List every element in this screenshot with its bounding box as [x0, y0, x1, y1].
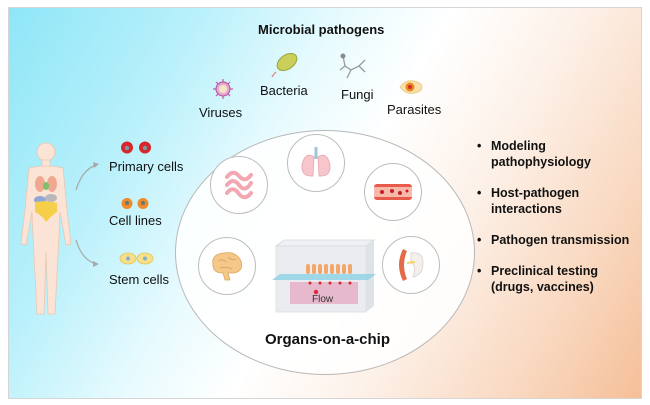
pathogen-label-parasites: Parasites	[387, 102, 442, 117]
pathogen-label-fungi: Fungi	[341, 87, 374, 102]
cell-lines-icon	[119, 197, 153, 210]
virus-icon	[212, 78, 234, 100]
cell-source-primary: Primary cells	[109, 159, 184, 174]
cell-source-stem: Stem cells	[109, 272, 169, 287]
brain-icon	[198, 237, 256, 295]
arrow-icon	[75, 162, 99, 267]
stem-cells-icon	[119, 252, 155, 265]
cell-source-lines: Cell lines	[109, 213, 162, 228]
organ-chip-device	[268, 236, 378, 316]
kidney-icon	[382, 236, 440, 294]
fungus-icon	[337, 52, 371, 82]
pathogens-heading: Microbial pathogens	[258, 22, 385, 37]
primary-cells-icon	[119, 141, 153, 154]
human-body-icon	[15, 140, 77, 320]
flow-label: Flow	[312, 294, 334, 305]
intestine-icon	[210, 156, 268, 214]
applications-list: Modeling pathophysiology Host-pathogen i…	[477, 138, 642, 310]
application-item: Modeling pathophysiology	[477, 138, 601, 170]
application-item: Preclinical testing (drugs, vaccines)	[477, 263, 621, 295]
application-item: Host-pathogen interactions	[477, 185, 601, 217]
blood-vessel-icon	[364, 163, 422, 221]
pathogen-label-viruses: Viruses	[199, 105, 243, 120]
pathogen-label-bacteria: Bacteria	[260, 83, 308, 98]
organs-on-chip-title: Organs-on-a-chip	[265, 331, 391, 348]
parasite-icon	[398, 78, 424, 96]
lung-icon	[287, 134, 345, 192]
bacterium-icon	[270, 50, 300, 78]
application-item: Pathogen transmission	[477, 232, 642, 248]
